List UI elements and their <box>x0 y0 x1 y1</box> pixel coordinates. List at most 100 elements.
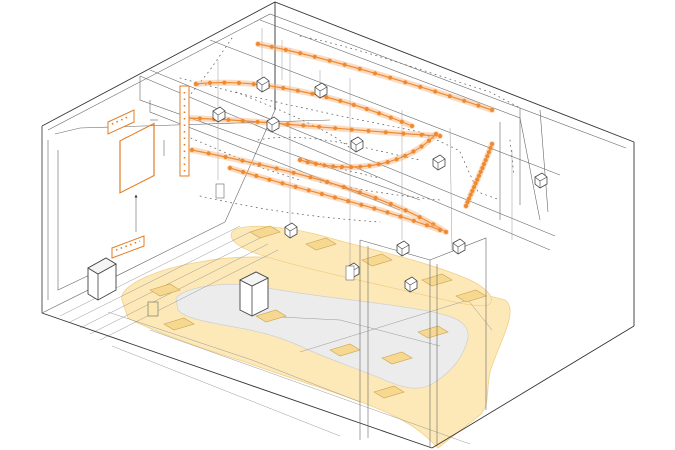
control-panel-icon <box>111 235 145 259</box>
led-dot-icon <box>385 210 390 215</box>
led-dot-icon <box>388 75 393 80</box>
led-dot-icon <box>424 223 429 228</box>
led-dot-icon <box>313 161 318 166</box>
led-dot-icon <box>437 133 443 139</box>
led-dot-icon <box>478 169 483 174</box>
led-dot-icon <box>388 201 393 207</box>
small-device <box>147 301 159 317</box>
led-dot-icon <box>417 215 422 220</box>
led-dot-icon <box>403 153 408 158</box>
led-dot-icon <box>349 127 354 132</box>
led-dot-icon <box>324 95 329 100</box>
led-dot-icon <box>488 146 493 151</box>
led-dot-icon <box>383 130 388 135</box>
led-dot-icon <box>385 160 390 165</box>
led-dot-icon <box>257 162 262 167</box>
led-dot-icon <box>333 126 338 131</box>
led-dot-icon <box>338 98 343 103</box>
led-dot-icon <box>376 162 381 167</box>
led-dot-icon <box>317 124 322 129</box>
floor-light-panel <box>305 237 337 251</box>
small-device <box>345 265 355 281</box>
led-dot-icon <box>301 123 306 128</box>
speaker-cabinet-icon <box>87 257 117 301</box>
led-dot-icon <box>206 151 211 156</box>
led-dot-icon <box>240 118 245 123</box>
floor-light-panel <box>417 325 449 339</box>
spotlight-icon <box>432 154 446 171</box>
led-dot-icon <box>489 141 495 147</box>
ceiling-light-strip <box>255 41 495 113</box>
led-dot-icon <box>281 85 286 91</box>
ceiling-light-strip <box>193 79 415 129</box>
led-dot-icon <box>364 106 369 112</box>
led-dot-icon <box>462 98 467 103</box>
led-dot-icon <box>433 89 438 94</box>
led-dot-icon <box>332 195 338 200</box>
led-dot-icon <box>251 82 256 87</box>
speaker-cabinet-icon <box>239 271 269 317</box>
control-panel-icon <box>107 109 135 135</box>
spotlight-icon <box>284 222 298 239</box>
spotlight-icon <box>396 240 410 257</box>
floor-light-panel <box>381 351 413 365</box>
led-dot-icon <box>349 165 354 170</box>
led-dot-icon <box>366 128 371 133</box>
led-dot-icon <box>476 103 481 108</box>
led-dot-icon <box>227 165 233 171</box>
led-dot-icon <box>373 195 378 201</box>
led-dot-icon <box>298 51 303 56</box>
spotlight-icon <box>350 136 364 153</box>
speaker-cabinets <box>87 183 355 317</box>
led-dot-icon <box>305 160 310 165</box>
ceiling-light-strip <box>189 147 449 235</box>
led-dot-icon <box>339 164 345 169</box>
spotlight-icon <box>256 76 270 93</box>
led-dot-icon <box>222 80 227 85</box>
led-dot-icon <box>485 154 490 159</box>
led-dot-icon <box>372 71 378 76</box>
led-dot-icon <box>483 158 488 163</box>
spotlight-icon <box>404 276 418 293</box>
led-dot-icon <box>255 119 260 124</box>
led-dot-icon <box>342 62 347 67</box>
ceiling-light-strips <box>183 41 495 235</box>
led-dot-icon <box>401 131 406 136</box>
room-outline <box>41 1 635 449</box>
led-dot-icon <box>481 162 487 167</box>
led-dot-icon <box>226 117 231 122</box>
led-dot-icon <box>372 206 377 211</box>
led-dot-icon <box>357 190 362 195</box>
led-dot-icon <box>241 169 246 175</box>
floor-light-panel <box>361 253 393 267</box>
led-dot-icon <box>470 188 475 194</box>
led-dot-icon <box>411 218 416 223</box>
led-dot-icon <box>377 111 382 116</box>
led-dot-icon <box>255 41 261 47</box>
floor-light-panel <box>249 225 281 239</box>
led-dot-icon <box>346 199 351 204</box>
ceiling-light-strip <box>297 131 439 171</box>
led-dot-icon <box>280 181 285 186</box>
led-dot-icon <box>310 91 315 96</box>
spotlight-icon <box>314 82 328 99</box>
floor-light-panel <box>149 283 181 297</box>
led-dot-icon <box>431 222 436 227</box>
led-dot-icon <box>433 131 439 137</box>
led-dot-icon <box>358 164 363 169</box>
led-dot-icon <box>437 227 443 233</box>
led-dot-icon <box>465 200 470 205</box>
spotlight-icon <box>266 116 280 133</box>
led-dot-icon <box>207 80 213 85</box>
led-dot-icon <box>476 173 482 178</box>
spotlight-icon <box>212 106 226 123</box>
ceiling-light-strip <box>463 141 495 209</box>
floor-light-strip-rear <box>230 225 492 306</box>
led-dot-icon <box>285 122 290 127</box>
control-panel-icon <box>119 122 155 194</box>
floor-light-panel <box>255 309 287 323</box>
floor-light-panel <box>163 317 195 331</box>
led-dot-icon <box>419 132 424 137</box>
led-dot-icon <box>398 214 403 219</box>
